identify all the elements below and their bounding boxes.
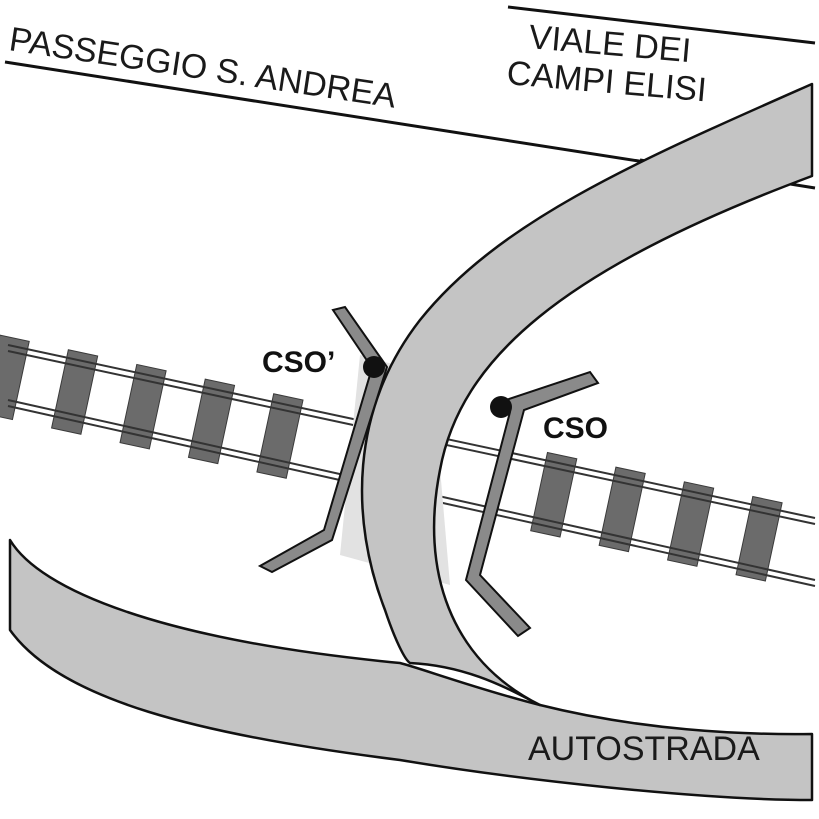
cso-prime-label: CSO’	[262, 346, 335, 379]
railway-tie	[735, 495, 783, 582]
autostrada-road	[8, 538, 814, 802]
autostrada-label: AUTOSTRADA	[528, 730, 760, 768]
railway-tie	[530, 451, 578, 538]
cso-label: CSO	[543, 412, 608, 445]
passeggio-street-edge	[4, 60, 646, 164]
railway-tie	[666, 481, 715, 567]
railway-tie	[0, 334, 30, 421]
passeggio-label: PASSEGGIO S. ANDREA	[7, 20, 399, 115]
ramp-road	[360, 82, 814, 707]
bridge-parapet-right	[464, 370, 600, 638]
bridge-parapet-left	[257, 305, 389, 574]
cso-marker	[490, 396, 512, 418]
cso-prime-marker	[363, 356, 385, 378]
railway-tie	[598, 466, 646, 553]
viale-street-edge-top	[507, 5, 816, 45]
